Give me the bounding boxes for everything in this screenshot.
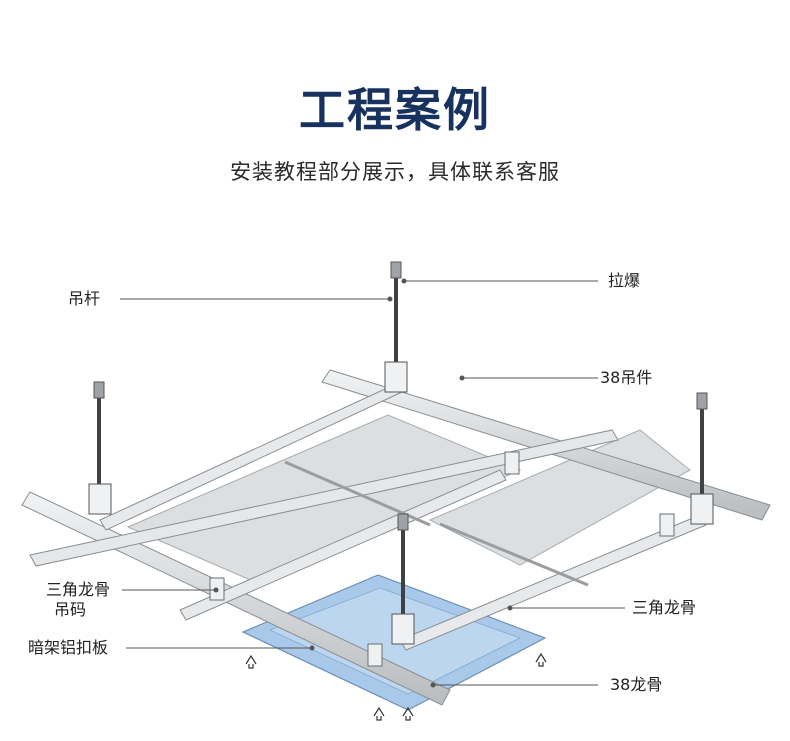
hanger-rod-left (88, 381, 112, 515)
hanger-rod-back (384, 261, 408, 393)
page-subtitle: 安装教程部分展示，具体联系客服 (230, 160, 560, 184)
triangle-keel-2 (29, 429, 619, 567)
keel-clip-3 (659, 513, 675, 537)
triangle-keel-4 (399, 514, 707, 651)
label-hanger-38: 38吊件 (600, 368, 653, 387)
panel-seam-2 (439, 522, 589, 587)
hanger-rod-right (690, 392, 714, 525)
hanger-rod-front (391, 513, 415, 645)
keel-clip-2 (367, 643, 383, 667)
label-expansion-bolt: 拉爆 (608, 271, 641, 290)
label-hanger-rod: 吊杆 (68, 289, 101, 308)
page-title: 工程案例 (299, 83, 491, 137)
keel-clip-4 (504, 451, 520, 475)
up-arrow-icon (245, 652, 547, 721)
label-triangle-keel-clip-1: 三角龙骨 (46, 580, 111, 599)
label-keel-38: 38龙骨 (610, 675, 663, 694)
label-triangle-keel-clip-2: 吊码 (54, 600, 87, 619)
label-triangle-keel: 三角龙骨 (632, 598, 697, 617)
label-aluminum-panel: 暗架铝扣板 (28, 638, 109, 657)
triangle-keel-3 (179, 469, 507, 621)
